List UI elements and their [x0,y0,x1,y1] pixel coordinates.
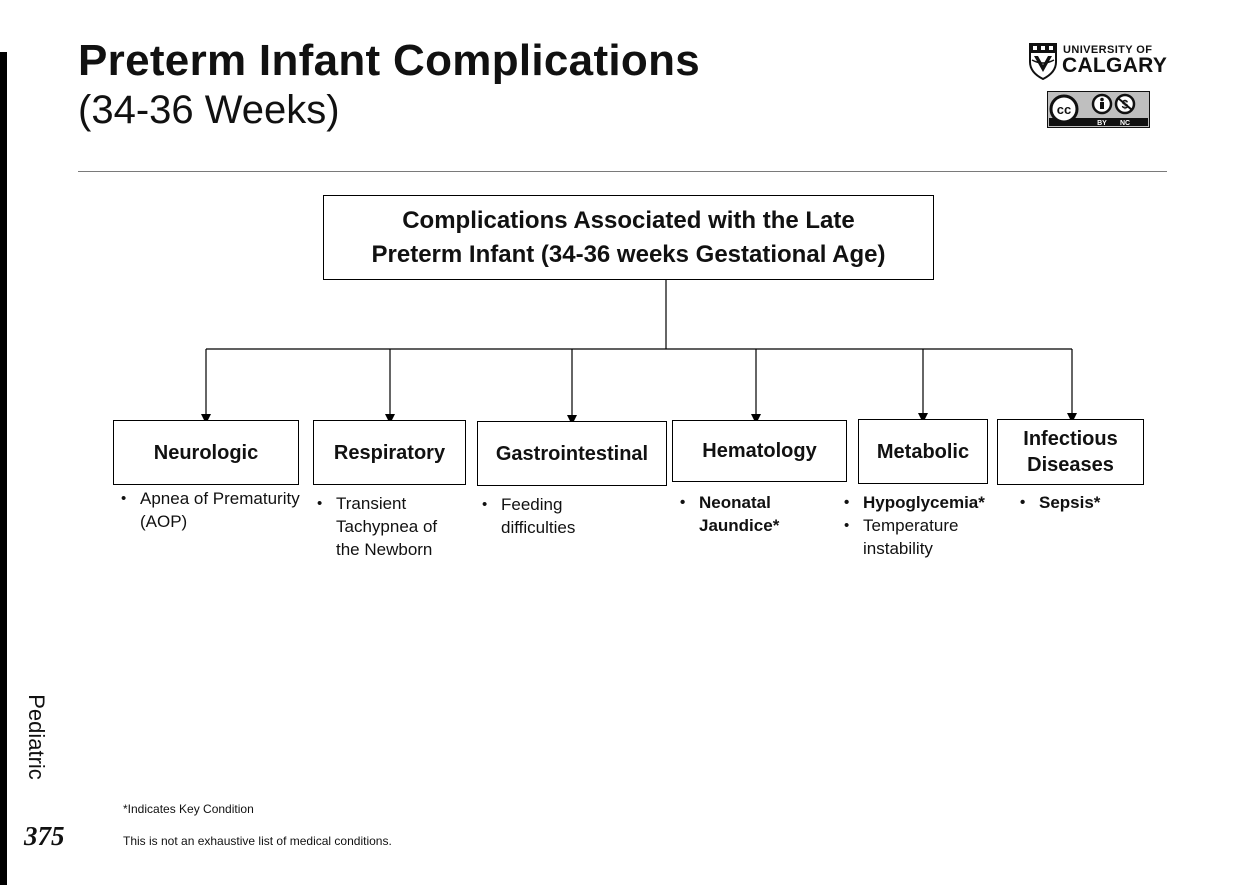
list-item: Temperature instability [840,514,1000,560]
section-label: Pediatric [24,694,49,780]
category-metabolic: Metabolic [858,419,988,484]
list-item: Feeding difficulties [478,493,608,539]
hematology-items: Neonatal Jaundice* [676,491,796,537]
category-gastrointestinal: Gastrointestinal [477,421,667,486]
license-by-label: BY [1097,120,1107,127]
left-edge-bar [0,52,7,885]
shield-icon [1029,43,1057,80]
neurologic-items: Apnea of Prematurity (AOP) [117,487,302,533]
key-condition-note: *Indicates Key Condition [123,802,254,816]
category-neurologic: Neurologic [113,420,299,485]
disclaimer: This is not an exhaustive list of medica… [123,834,392,848]
list-item: Hypoglycemia* [840,491,1000,514]
metabolic-items: Hypoglycemia* Temperature instability [840,491,1000,560]
category-label: Respiratory [333,441,446,464]
category-respiratory: Respiratory [313,420,466,485]
page-subtitle: (34-36 Weeks) [78,88,340,132]
list-item: Neonatal Jaundice* [676,491,796,537]
root-line-2: Preterm Infant (34-36 weeks Gestational … [371,240,886,268]
logo-line-2: CALGARY [1062,54,1168,77]
license-badge: cc $ BY NC [1047,91,1150,128]
page-title: Preterm Infant Complications [78,36,701,85]
logo-line-1: UNIVERSITY OF [1063,44,1153,56]
category-infectious-diseases: Infectious Diseases [997,419,1144,485]
respiratory-items: Transient Tachypnea of the Newborn [313,492,463,561]
svg-text:cc: cc [1057,102,1071,117]
category-label: Gastrointestinal [495,442,649,465]
header-divider [78,171,1167,172]
gastrointestinal-items: Feeding difficulties [478,493,608,539]
category-hematology: Hematology [672,420,847,482]
list-item: Transient Tachypnea of the Newborn [313,492,463,561]
category-label: Neurologic [153,441,259,464]
category-label: Hematology [702,440,817,462]
list-item: Sepsis* [1016,491,1136,514]
infectious-diseases-items: Sepsis* [1016,491,1136,514]
root-line-1: Complications Associated with the Late [402,206,855,234]
page-number: 375 [24,821,65,851]
university-logo: UNIVERSITY OF CALGARY [1028,42,1168,82]
root-node: Complications Associated with the Late P… [323,195,934,280]
license-nc-label: NC [1120,120,1130,127]
category-label: Infectious Diseases [1023,428,1118,476]
category-label: Metabolic [876,440,970,463]
list-item: Apnea of Prematurity (AOP) [117,487,302,533]
cc-icon [1049,94,1079,124]
